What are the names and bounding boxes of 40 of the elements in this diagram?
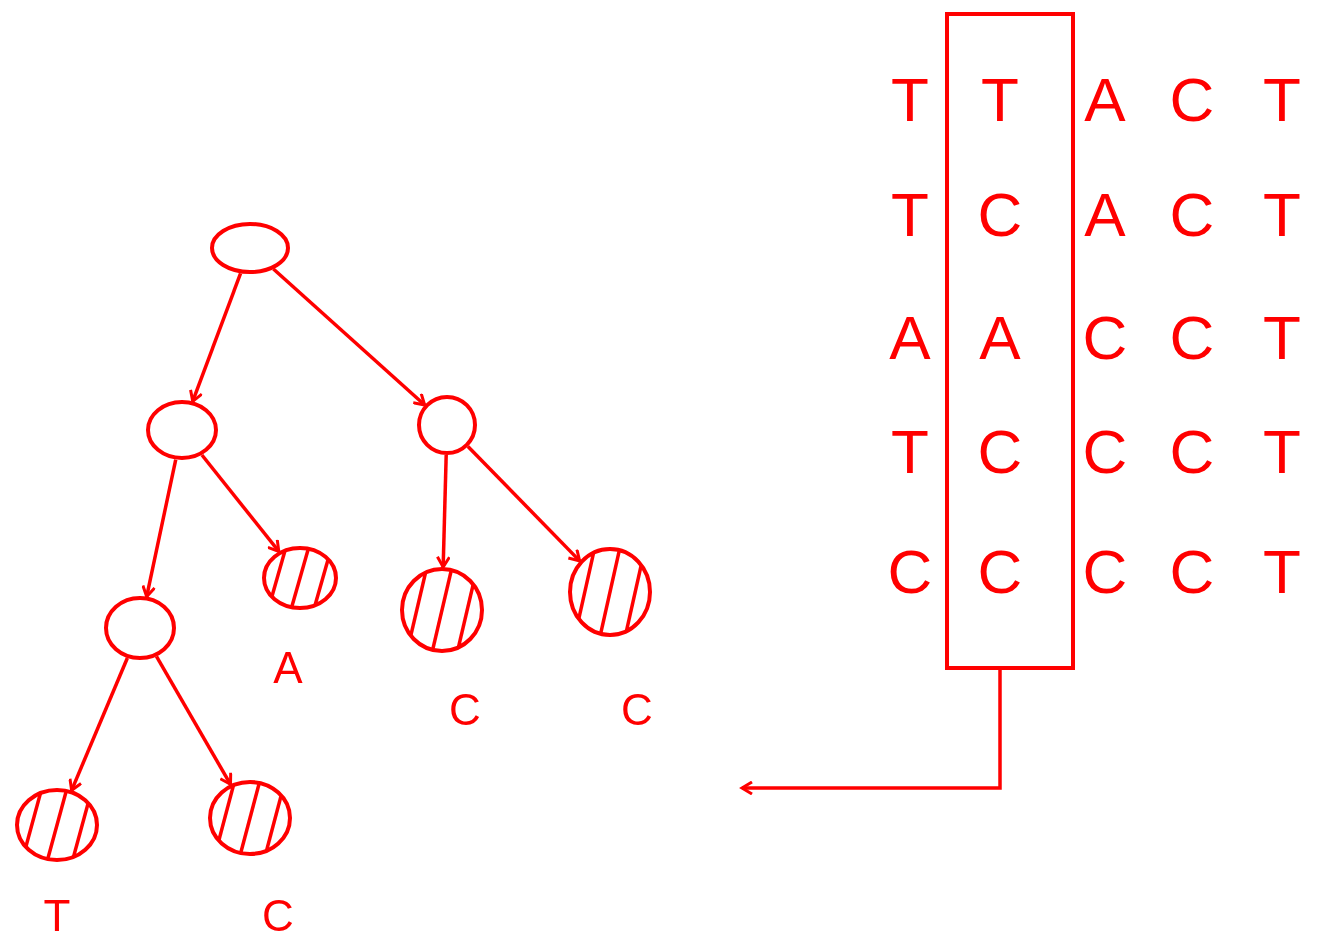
base-letter: T	[1263, 69, 1301, 131]
base-letter: T	[981, 69, 1019, 131]
base-letter: C	[1169, 184, 1215, 246]
base-letter: A	[1084, 184, 1126, 246]
base-letter: T	[1263, 184, 1301, 246]
base-letter: C	[1082, 421, 1128, 483]
leaf-label: C	[621, 688, 653, 732]
highlight-column-box	[945, 12, 1075, 670]
base-letter: C	[887, 541, 933, 603]
base-letter: T	[1263, 541, 1301, 603]
base-letter: C	[977, 541, 1023, 603]
base-letter: C	[977, 421, 1023, 483]
base-letter: A	[889, 307, 931, 369]
base-letter: A	[979, 307, 1021, 369]
leaf-label: T	[43, 894, 71, 938]
arrow	[154, 655, 233, 786]
base-letter: C	[1169, 307, 1215, 369]
leaf-label: C	[449, 688, 481, 732]
base-letter: T	[1263, 421, 1301, 483]
arrow	[141, 459, 178, 599]
base-letter: C	[1082, 307, 1128, 369]
base-letter: C	[1082, 541, 1128, 603]
arrow	[68, 657, 129, 792]
arrow	[189, 272, 243, 403]
arrow	[740, 670, 1002, 796]
leaf-label: C	[262, 894, 294, 938]
base-letter: C	[1169, 69, 1215, 131]
arrow	[200, 453, 281, 553]
base-letter: T	[891, 184, 929, 246]
base-letter: T	[1263, 307, 1301, 369]
base-letter: T	[891, 69, 929, 131]
base-letter: T	[891, 421, 929, 483]
arrow	[435, 454, 451, 569]
base-letter: A	[1084, 69, 1126, 131]
arrow	[466, 445, 582, 563]
base-letter: C	[1169, 541, 1215, 603]
leaf-label: A	[273, 646, 303, 690]
base-letter: C	[1169, 421, 1215, 483]
base-letter: C	[977, 184, 1023, 246]
arrow	[272, 267, 427, 407]
